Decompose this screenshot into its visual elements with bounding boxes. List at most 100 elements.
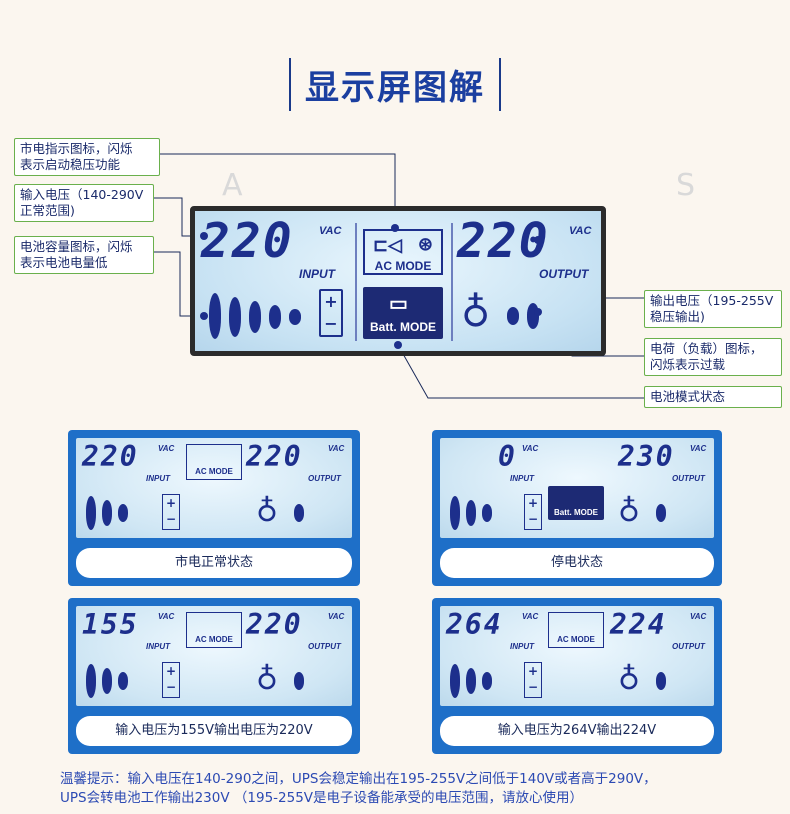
ghost-letter-s: S bbox=[676, 168, 696, 203]
battery-bar-3 bbox=[249, 301, 261, 333]
main-lcd: 220 VAC INPUT ⊏◁ ⊛ AC MODE ▭ Batt. MODE … bbox=[190, 206, 606, 356]
socket-icon: ⊛ bbox=[417, 234, 433, 254]
footer-line-2: UPS会转电池工作输出230V （195-255V是电子设备能承受的电压范围，请… bbox=[60, 790, 584, 806]
panel-ac-mode-box: AC MODE bbox=[186, 612, 242, 648]
note-input-voltage: 输入电压（140-290V 正常范围) bbox=[14, 184, 154, 222]
lcd-ac-mode-box: ⊏◁ ⊛ AC MODE bbox=[363, 229, 443, 275]
panel-output-label: OUTPUT bbox=[672, 642, 705, 651]
panel-vac-out: VAC bbox=[328, 612, 345, 621]
panel-input-label: INPUT bbox=[146, 642, 170, 651]
note-ac-icon: 市电指示图标，闪烁 表示启动稳压功能 bbox=[14, 138, 160, 176]
panel-input-value: 0 bbox=[498, 440, 517, 473]
panel-output-value: 224 bbox=[610, 608, 667, 641]
panel-mode-label: AC MODE bbox=[195, 635, 233, 644]
battery-icon: +− bbox=[319, 289, 343, 337]
lcd-divider-right bbox=[451, 223, 453, 341]
panel-bulb-icon: ♁ bbox=[256, 662, 278, 697]
panel-vac: VAC bbox=[522, 612, 539, 621]
panel-low-input: 155 VAC INPUT AC MODE 220 VAC OUTPUT +− … bbox=[68, 598, 360, 754]
panel-bulb-icon: ♁ bbox=[618, 662, 640, 697]
load-bar-1 bbox=[507, 307, 519, 325]
lcd-batt-mode-label: Batt. MODE bbox=[370, 320, 436, 334]
panel-battery-bar bbox=[450, 496, 460, 530]
marker-input-value bbox=[200, 232, 208, 240]
footer-line-1: 温馨提示：输入电压在140-290之间，UPS会稳定输出在195-255V之间低… bbox=[60, 771, 657, 787]
panel-vac-out: VAC bbox=[328, 444, 345, 453]
panel-bulb-icon: ♁ bbox=[618, 494, 640, 529]
battery-bar-1 bbox=[209, 293, 221, 339]
panel-vac-out: VAC bbox=[690, 444, 707, 453]
panel-load-bar bbox=[656, 504, 666, 522]
marker-load bbox=[534, 308, 542, 316]
panel-battery-bar bbox=[466, 500, 476, 526]
panel-screen: 264 VAC INPUT AC MODE 224 VAC OUTPUT +− … bbox=[440, 606, 714, 706]
panel-vac: VAC bbox=[158, 612, 175, 621]
panel-ac-mode-box: AC MODE bbox=[548, 612, 604, 648]
panel-battery-bar bbox=[118, 504, 128, 522]
marker-ac-icon bbox=[391, 224, 399, 232]
load-bar-2 bbox=[527, 303, 539, 329]
page-title: 显示屏图解 bbox=[305, 68, 485, 108]
battery-mode-icon: ▭ bbox=[389, 293, 408, 315]
footer-note: 温馨提示：输入电压在140-290之间，UPS会稳定输出在195-255V之间低… bbox=[60, 770, 760, 808]
panel-normal: 220 VAC INPUT AC MODE 220 VAC OUTPUT +− … bbox=[68, 430, 360, 586]
lcd-output-vac: VAC bbox=[569, 225, 592, 237]
panel-mode-label: Batt. MODE bbox=[554, 508, 598, 517]
panel-vac: VAC bbox=[158, 444, 175, 453]
panel-battery-icon: +− bbox=[524, 494, 542, 530]
battery-bar-4 bbox=[269, 305, 281, 329]
panel-output-label: OUTPUT bbox=[672, 474, 705, 483]
panel-caption: 输入电压为264V输出224V bbox=[440, 716, 714, 746]
lcd-input-label: INPUT bbox=[299, 267, 335, 281]
note-battery-mode: 电池模式状态 bbox=[644, 386, 782, 408]
panel-batt-mode-box: Batt. MODE bbox=[548, 486, 604, 520]
panel-battery-bar bbox=[482, 672, 492, 690]
panel-vac-out: VAC bbox=[690, 612, 707, 621]
marker-output-value bbox=[534, 236, 542, 244]
lcd-output-value: 220 bbox=[457, 213, 550, 269]
panel-battery-icon: +− bbox=[162, 662, 180, 698]
note-load-icon: 电荷（负载）图标， 闪烁表示过载 bbox=[644, 338, 782, 376]
panel-battery-icon: +− bbox=[162, 494, 180, 530]
panel-screen: 0 VAC INPUT Batt. MODE 230 VAC OUTPUT +−… bbox=[440, 438, 714, 538]
panel-battery-bar bbox=[102, 668, 112, 694]
panel-ac-mode-box: AC MODE bbox=[186, 444, 242, 480]
panel-screen: 155 VAC INPUT AC MODE 220 VAC OUTPUT +− … bbox=[76, 606, 352, 706]
panel-caption: 输入电压为155V输出电压为220V bbox=[76, 716, 352, 746]
panel-battery-bar bbox=[86, 496, 96, 530]
note-output-voltage: 输出电压（195-255V 稳压输出) bbox=[644, 290, 782, 328]
title-frame: 显示屏图解 bbox=[289, 58, 501, 111]
lcd-input-vac: VAC bbox=[319, 225, 342, 237]
lcd-input-value: 220 bbox=[201, 213, 294, 269]
note-battery-icon: 电池容量图标，闪烁 表示电池电量低 bbox=[14, 236, 154, 274]
panel-battery-bar bbox=[450, 664, 460, 698]
panel-output-label: OUTPUT bbox=[308, 474, 341, 483]
panel-load-bar bbox=[656, 672, 666, 690]
lcd-batt-mode-box: ▭ Batt. MODE bbox=[363, 287, 443, 339]
panel-input-label: INPUT bbox=[146, 474, 170, 483]
panel-battery-bar bbox=[482, 504, 492, 522]
panel-input-value: 155 bbox=[82, 608, 139, 641]
panel-caption: 停电状态 bbox=[440, 548, 714, 578]
panel-mode-label: AC MODE bbox=[195, 467, 233, 476]
panel-input-value: 220 bbox=[82, 440, 139, 473]
panel-vac: VAC bbox=[522, 444, 539, 453]
lcd-ac-mode-label: AC MODE bbox=[374, 259, 432, 273]
panel-input-value: 264 bbox=[446, 608, 503, 641]
battery-bar-2 bbox=[229, 297, 241, 337]
marker-battery bbox=[200, 312, 208, 320]
panel-mode-label: AC MODE bbox=[557, 635, 595, 644]
marker-battery-mode bbox=[394, 341, 402, 349]
panel-output-value: 230 bbox=[618, 440, 675, 473]
bulb-icon: ♁ bbox=[461, 290, 491, 336]
panel-battery-bar bbox=[102, 500, 112, 526]
panel-outage: 0 VAC INPUT Batt. MODE 230 VAC OUTPUT +−… bbox=[432, 430, 722, 586]
panel-output-value: 220 bbox=[246, 608, 303, 641]
panel-load-bar bbox=[294, 672, 304, 690]
panel-caption: 市电正常状态 bbox=[76, 548, 352, 578]
panel-output-value: 220 bbox=[246, 440, 303, 473]
panel-battery-bar bbox=[118, 672, 128, 690]
plug-icon: ⊏◁ bbox=[373, 235, 402, 255]
lcd-output-label: OUTPUT bbox=[539, 267, 589, 281]
battery-bar-5 bbox=[289, 309, 301, 325]
